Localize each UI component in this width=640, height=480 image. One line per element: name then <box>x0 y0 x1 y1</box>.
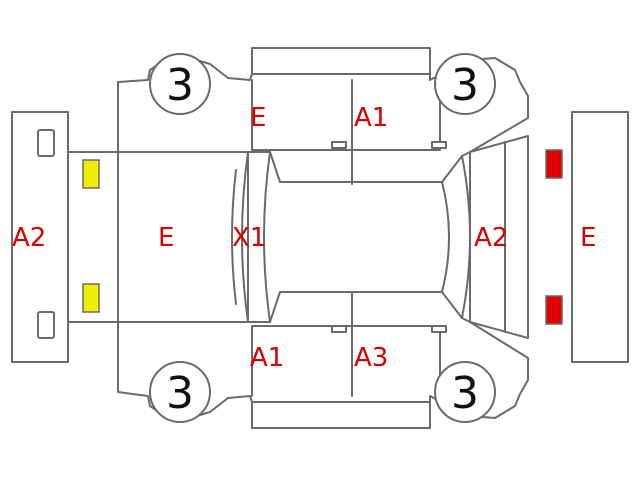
wheel-front-left-count: 3 <box>451 60 479 111</box>
wheel-rear-left-count: 3 <box>166 60 194 111</box>
mark-rear-panel: E <box>158 223 174 253</box>
mark-rear-pillar: X1 <box>232 223 266 253</box>
mark-roof-right-front: A3 <box>354 343 388 373</box>
wheel-front-left: 3 <box>434 53 496 115</box>
mark-roof-left-front: A1 <box>354 103 388 133</box>
wheel-front-right-count: 3 <box>451 368 479 419</box>
mark-hood: A2 <box>474 223 508 253</box>
front-lamp-bottom <box>545 295 563 325</box>
mark-front-bumper: E <box>580 223 596 253</box>
mark-roof-right-rear: A1 <box>250 343 284 373</box>
rear-lamp-bottom <box>82 283 100 313</box>
bottom-side-panels <box>251 291 447 429</box>
mark-roof-left-rear: E <box>250 103 266 133</box>
wheel-rear-left: 3 <box>149 53 211 115</box>
front-lamp-top <box>545 149 563 179</box>
wheel-front-right: 3 <box>434 361 496 423</box>
rear-bumper <box>11 111 69 363</box>
rear-lamp-top <box>82 159 100 189</box>
top-side-panels <box>251 47 447 185</box>
front-bumper <box>571 111 629 363</box>
mark-left-bumper: A2 <box>12 223 46 253</box>
wheel-rear-right-count: 3 <box>166 368 194 419</box>
wheel-rear-right: 3 <box>149 361 211 423</box>
